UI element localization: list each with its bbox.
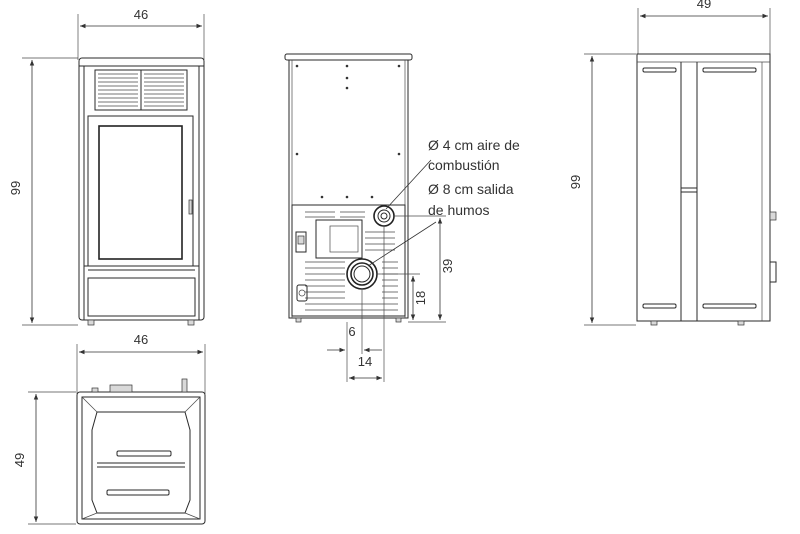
flue-note-line2: de humos — [428, 202, 489, 218]
top-width-label: 46 — [134, 332, 148, 347]
side-depth-label: 49 — [697, 0, 711, 11]
top-depth-label: 49 — [12, 453, 27, 467]
front-width-label: 46 — [134, 7, 148, 22]
air-intake-note-line1: Ø 4 cm aire de — [428, 137, 520, 153]
air-intake-note-line2: combustión — [428, 157, 500, 173]
flue-note-line1: Ø 8 cm salida — [428, 181, 514, 197]
air-intake-pipe — [373, 205, 395, 227]
front-view: 46 99 — [8, 7, 205, 326]
back-height-39-label: 39 — [440, 259, 455, 273]
side-view: 49 99 — [568, 0, 777, 326]
top-view: 46 49 — [12, 332, 206, 525]
front-vent-grille — [98, 73, 184, 107]
back-view: Ø 4 cm aire de combustión Ø 8 cm salida … — [284, 53, 520, 382]
side-height-label: 99 — [568, 175, 583, 189]
offset-14-label: 14 — [358, 354, 372, 369]
back-height-18-label: 18 — [413, 291, 428, 305]
front-height-label: 99 — [8, 181, 23, 195]
offset-6-label: 6 — [348, 324, 355, 339]
